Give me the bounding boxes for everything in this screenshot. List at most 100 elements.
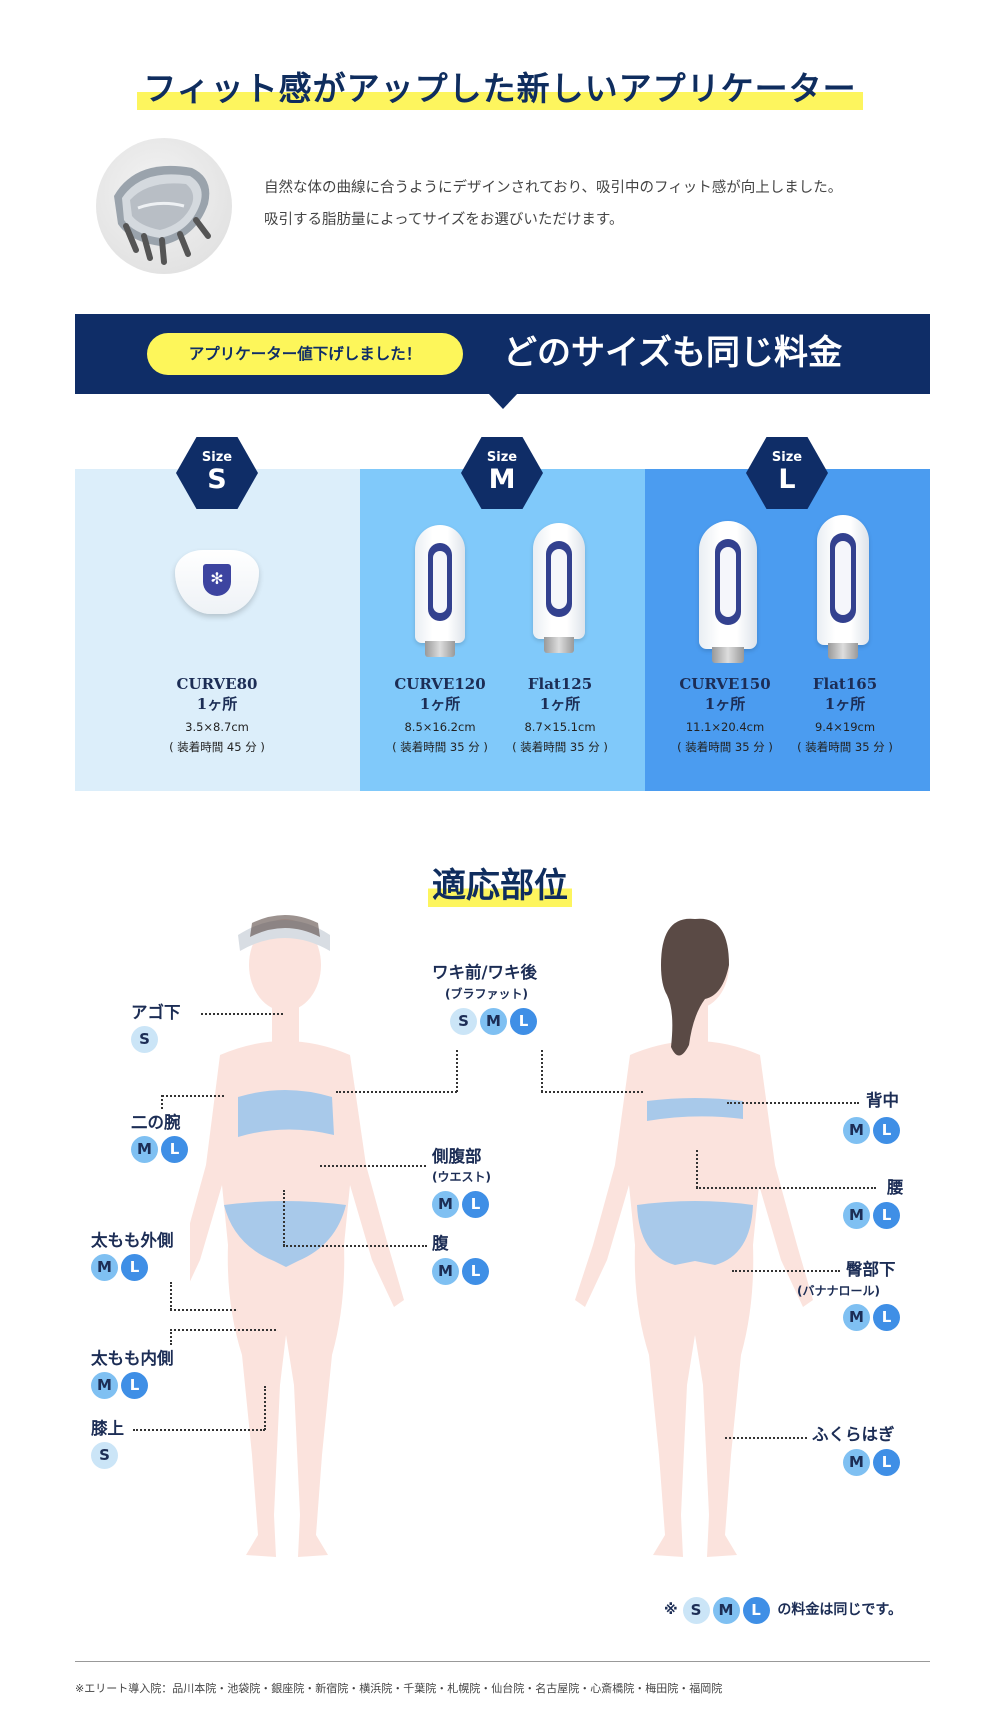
device-nozzle bbox=[828, 643, 858, 659]
label-back: 背中 bbox=[866, 1091, 899, 1110]
badge-m: M bbox=[843, 1117, 870, 1144]
product-time: ( 装着時間 35 分 ) bbox=[797, 740, 893, 754]
curve80-device: ✻ bbox=[175, 550, 259, 614]
badge-m: M bbox=[843, 1304, 870, 1331]
product-time: ( 装着時間 35 分 ) bbox=[677, 740, 773, 754]
badge-m: M bbox=[91, 1372, 118, 1399]
badge-m: M bbox=[843, 1202, 870, 1229]
size-s-badge: Size S bbox=[176, 437, 258, 509]
size-l-badge: Size L bbox=[746, 437, 828, 509]
label-flank-sub: (ウエスト) bbox=[432, 1170, 491, 1184]
product-dims: 8.7×15.1cm bbox=[524, 720, 596, 734]
size-panels: Size S ✻ CURVE80 1ヶ所 3.5×8.7cm ( 装着時間 45… bbox=[75, 437, 930, 791]
badge-s: S bbox=[91, 1442, 118, 1469]
device-nozzle bbox=[425, 641, 455, 657]
badge-m: M bbox=[432, 1258, 459, 1285]
badge-l: L bbox=[510, 1008, 537, 1035]
price-banner: アプリケーター値下げしました！ どのサイズも同じ料金 bbox=[75, 314, 930, 394]
label-buttock: 臀部下 bbox=[846, 1260, 896, 1279]
chin-badges: S bbox=[131, 1026, 161, 1053]
device-window bbox=[715, 539, 741, 625]
label-armpit-sub: (ブラファット) bbox=[445, 987, 528, 1001]
leader-line bbox=[696, 1150, 698, 1188]
same-price-heading: どのサイズも同じ料金 bbox=[503, 333, 842, 373]
note-suffix: の料金は同じです。 bbox=[777, 1602, 902, 1618]
device-window bbox=[546, 541, 572, 617]
device-window bbox=[428, 543, 452, 621]
badge-m: M bbox=[480, 1008, 507, 1035]
badge-m: M bbox=[131, 1136, 158, 1163]
applicator-icon bbox=[114, 165, 211, 265]
badge-l: L bbox=[873, 1202, 900, 1229]
label-chin: アゴ下 bbox=[131, 1003, 181, 1022]
badge-s: S bbox=[131, 1026, 158, 1053]
label-calf: ふくらはぎ bbox=[812, 1425, 895, 1444]
badge-l: L bbox=[121, 1372, 148, 1399]
badge-l: L bbox=[873, 1117, 900, 1144]
product-dims: 8.5×16.2cm bbox=[404, 720, 476, 734]
leader-line bbox=[170, 1329, 276, 1331]
product-model: Flat125 bbox=[527, 675, 593, 693]
product-model: CURVE150 bbox=[679, 675, 771, 693]
leader-line bbox=[725, 1437, 807, 1439]
curve150-device bbox=[699, 521, 757, 663]
product-meta: 9.4×19cm ( 装着時間 35 分 ) bbox=[785, 717, 905, 757]
size-letter: L bbox=[778, 464, 796, 495]
product-count: 1ヶ所 bbox=[704, 695, 746, 713]
leader-line bbox=[283, 1190, 285, 1246]
product-name: Flat165 1ヶ所 bbox=[785, 674, 905, 714]
leader-line bbox=[170, 1282, 172, 1310]
label-armpit: ワキ前/ワキ後 bbox=[432, 963, 538, 982]
device-nozzle bbox=[544, 637, 574, 653]
label-upper-arm: 二の腕 bbox=[131, 1113, 181, 1132]
price-down-badge: アプリケーター値下げしました！ bbox=[147, 333, 463, 375]
leader-line bbox=[133, 1429, 265, 1431]
device-nozzle bbox=[712, 647, 744, 663]
product-dims: 9.4×19cm bbox=[814, 720, 876, 734]
back-body-figure bbox=[575, 918, 813, 1557]
product-meta: 8.7×15.1cm ( 装着時間 35 分 ) bbox=[500, 717, 620, 757]
leader-line bbox=[541, 1050, 543, 1092]
front-body-figure bbox=[190, 915, 404, 1557]
badge-s: S bbox=[450, 1008, 477, 1035]
size-label: Size bbox=[486, 450, 518, 465]
badge-l: L bbox=[873, 1449, 900, 1476]
label-inner-thigh: 太もも内側 bbox=[91, 1349, 174, 1368]
areas-title-section: 適応部位 bbox=[0, 858, 1000, 907]
product-name: CURVE80 1ヶ所 bbox=[117, 674, 317, 714]
areas-title: 適応部位 bbox=[428, 858, 572, 907]
product-meta: 3.5×8.7cm ( 装着時間 45 分 ) bbox=[117, 717, 317, 757]
badge-m: M bbox=[843, 1449, 870, 1476]
leader-line bbox=[696, 1187, 876, 1189]
product-count: 1ヶ所 bbox=[196, 695, 238, 713]
intro-line-2: 吸引する脂肪量によってサイズをお選びいただけます。 bbox=[264, 212, 624, 228]
product-model: CURVE80 bbox=[176, 675, 258, 693]
label-flank: 側腹部 bbox=[432, 1147, 482, 1166]
leader-line bbox=[162, 1095, 224, 1097]
badge-l: L bbox=[121, 1254, 148, 1281]
curve120-device bbox=[415, 525, 465, 657]
label-waist: 腰 bbox=[887, 1178, 904, 1197]
leader-line bbox=[201, 1013, 283, 1015]
product-name: CURVE120 1ヶ所 bbox=[380, 674, 500, 714]
badge-s: S bbox=[682, 1597, 710, 1624]
leader-line bbox=[456, 1050, 458, 1092]
badge-l: L bbox=[873, 1304, 900, 1331]
page-title: フィット感がアップした新しいアプリケーター bbox=[137, 62, 863, 110]
footer-divider bbox=[75, 1661, 930, 1662]
clinic-list: ※エリート導入院：品川本院・池袋院・銀座院・新宿院・横浜院・千葉院・札幌院・仙台… bbox=[75, 1682, 723, 1695]
label-outer-thigh: 太もも外側 bbox=[91, 1231, 174, 1250]
product-time: ( 装着時間 35 分 ) bbox=[512, 740, 608, 754]
product-time: ( 装着時間 35 分 ) bbox=[392, 740, 488, 754]
size-m-panel: Size M CURVE120 1ヶ所 8.5×16.2cm ( 装着時間 35… bbox=[360, 437, 645, 791]
badge-l: L bbox=[161, 1136, 188, 1163]
